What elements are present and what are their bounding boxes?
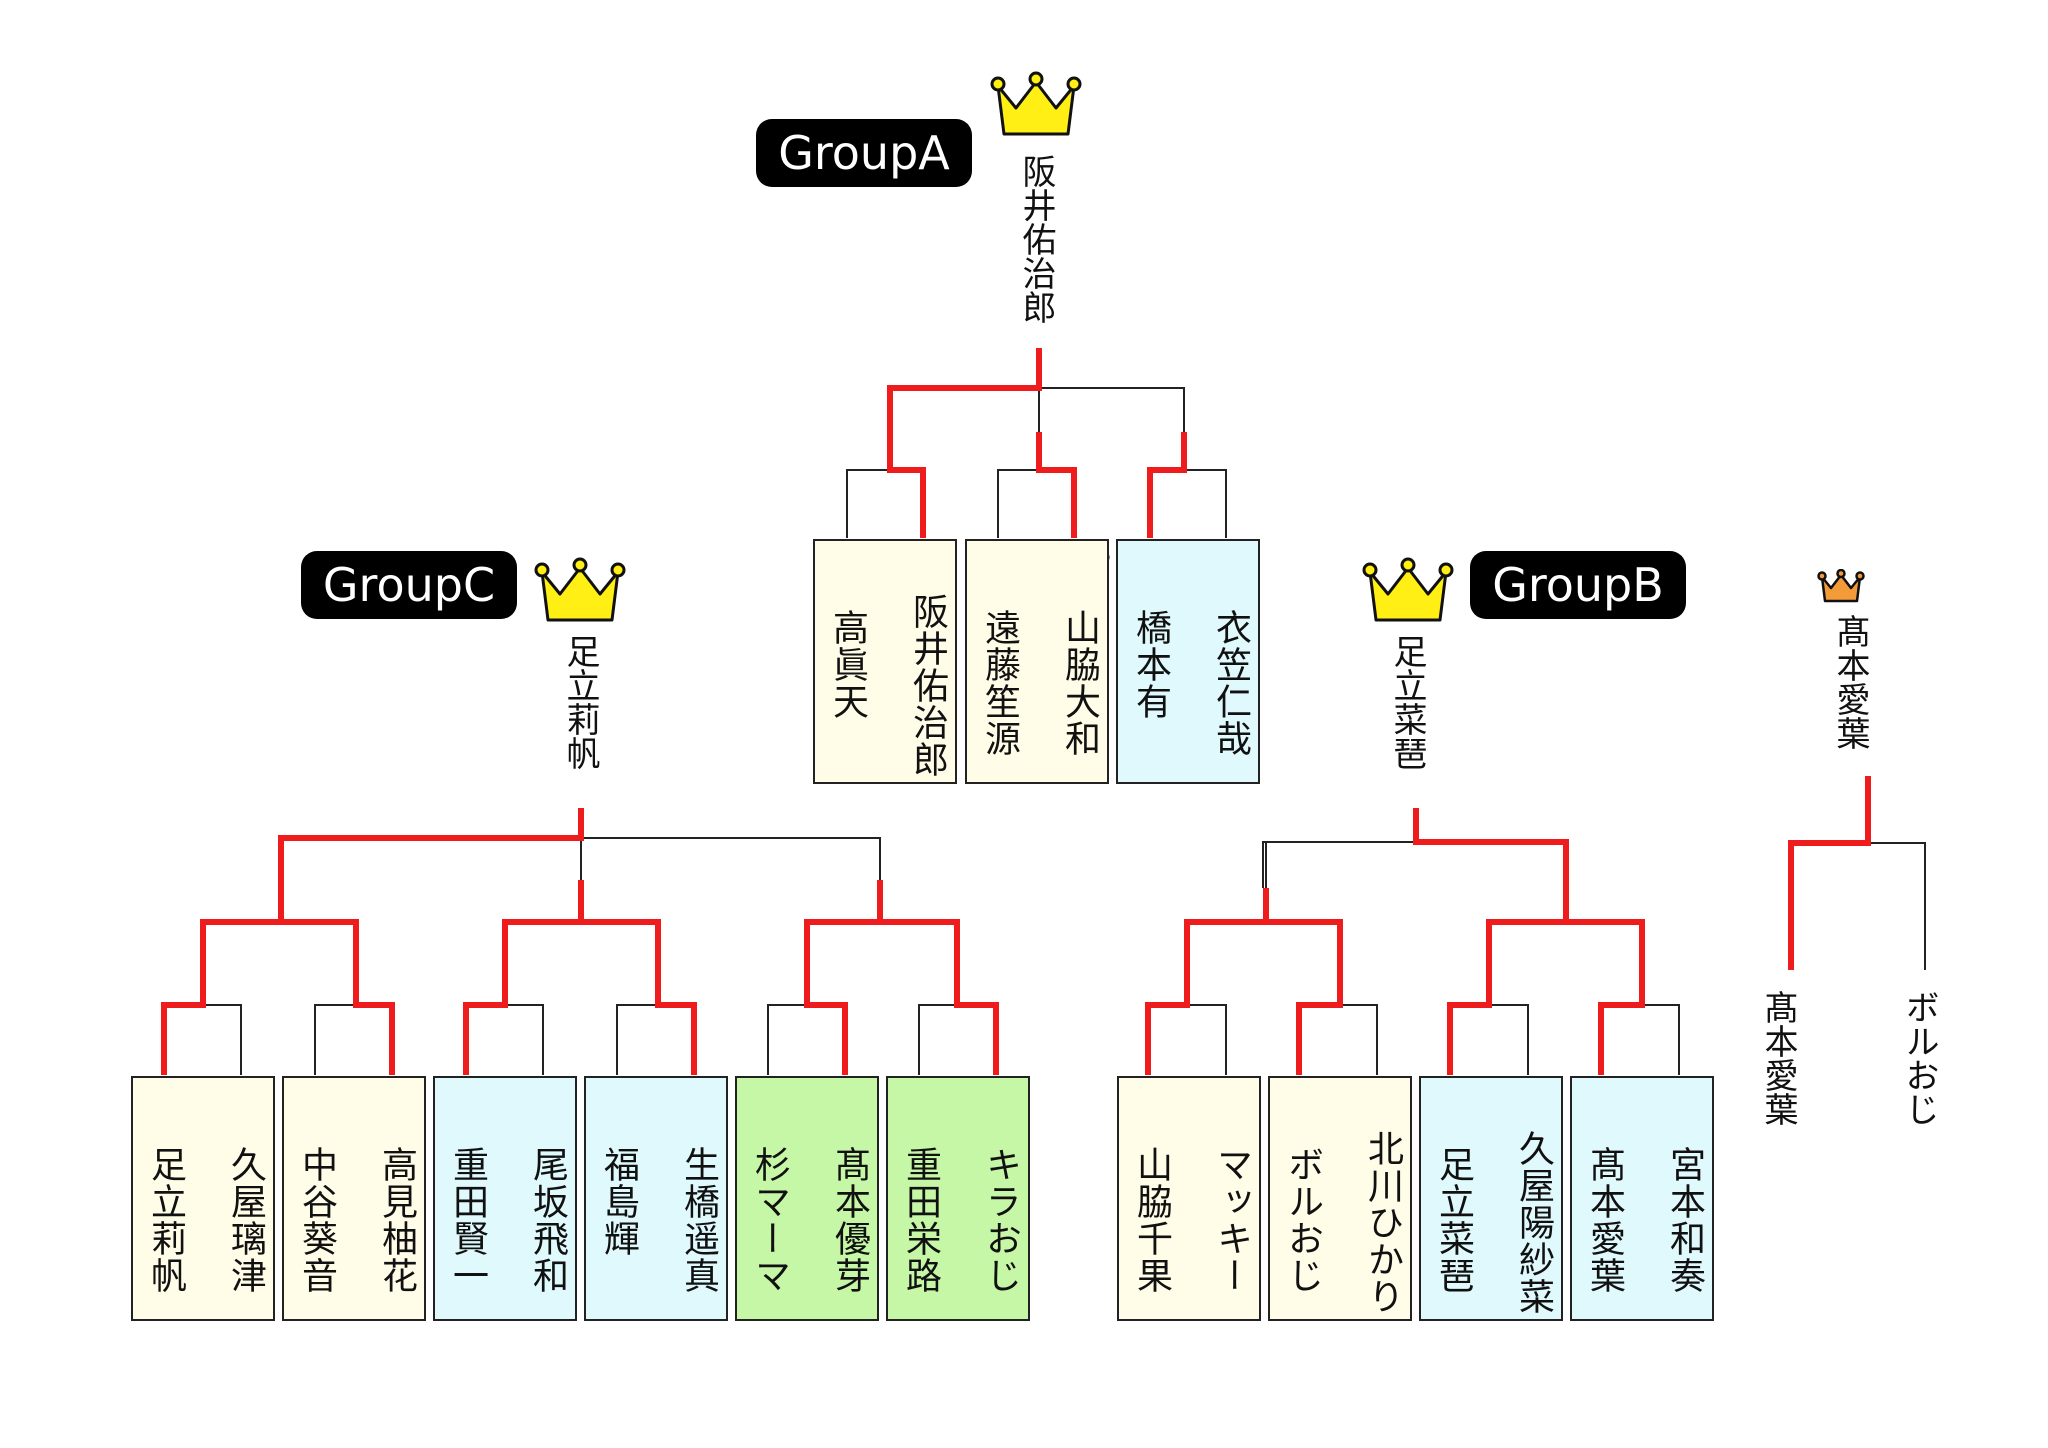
- winner-path: [1145, 888, 1269, 1075]
- winner-path: [1036, 432, 1077, 538]
- winner-path: [1566, 919, 1645, 1075]
- player-name: 尾坂飛和: [527, 1146, 568, 1294]
- crown-icon: [1817, 569, 1865, 603]
- match-box: 髙本優芽 杉マーマ: [735, 1076, 879, 1321]
- player-name: マッキー: [1211, 1146, 1252, 1294]
- bracket-line: [918, 1004, 997, 1075]
- winner-path: [1266, 919, 1343, 1075]
- player-name: 重田栄路: [900, 1146, 941, 1294]
- match-box: 尾坂飛和 重田賢一: [433, 1076, 577, 1321]
- player-name: 山脇千果: [1131, 1146, 1172, 1294]
- bracket-line: [1262, 841, 1416, 888]
- bracket-line: [997, 469, 1075, 538]
- crown-icon: [1362, 557, 1454, 622]
- player-name: 髙本優芽: [829, 1146, 870, 1294]
- winner-path: [804, 880, 883, 1075]
- bracket-line: [465, 1004, 544, 1075]
- group-b-label: GroupB: [1470, 551, 1686, 619]
- group-c-champion: 足立莉帆: [560, 634, 600, 770]
- player-name: 阪井佑治郎: [907, 593, 948, 778]
- bracket-line: [1868, 842, 1926, 970]
- match-box: 阪井佑治郎 高眞天: [813, 539, 957, 784]
- bracket-line: [1039, 387, 1185, 432]
- extra-left-player: 髙本愛葉: [1758, 990, 1798, 1126]
- bracket-line: [767, 1004, 846, 1075]
- winner-path: [887, 348, 1042, 538]
- group-a-label: GroupA: [756, 119, 972, 187]
- player-name: 久屋璃津: [225, 1146, 266, 1294]
- player-name: 高見柚花: [376, 1146, 417, 1294]
- player-name: ボルおじ: [1282, 1146, 1323, 1294]
- match-box: 久屋璃津 足立莉帆: [131, 1076, 275, 1321]
- winner-path: [1147, 432, 1187, 538]
- player-name: 足立菜琶: [1433, 1146, 1474, 1294]
- player-name: 衣笠仁哉: [1210, 609, 1251, 757]
- match-box: 生橋遥真 福島輝: [584, 1076, 728, 1321]
- player-name: 宮本和奏: [1664, 1146, 1705, 1294]
- player-name: 生橋遥真: [678, 1146, 719, 1294]
- player-name: 中谷葵音: [296, 1146, 337, 1294]
- crown-icon: [990, 71, 1082, 136]
- player-name: 足立莉帆: [145, 1146, 186, 1294]
- match-box: 北川ひかり ボルおじ: [1268, 1076, 1412, 1321]
- bracket-line: [1449, 1004, 1529, 1075]
- bracket-line: [1147, 1004, 1227, 1075]
- bracket-line: [846, 469, 924, 538]
- bracket-line: [163, 1004, 242, 1075]
- winner-path: [505, 919, 697, 1075]
- winner-path: [1788, 776, 1871, 970]
- bracket-line: [314, 1004, 393, 1075]
- winner-path: [807, 919, 999, 1075]
- group-b-champion: 足立菜琶: [1387, 634, 1427, 770]
- bracket-line: [1149, 469, 1227, 538]
- match-box: 高見柚花 中谷葵音: [282, 1076, 426, 1321]
- bracket-line: [1298, 1004, 1378, 1075]
- winner-path: [1413, 808, 1569, 1075]
- player-name: 久屋陽紗菜: [1513, 1130, 1554, 1315]
- group-c-label: GroupC: [301, 551, 517, 619]
- player-name: 重田賢一: [447, 1146, 488, 1294]
- bracket-line: [581, 837, 881, 880]
- player-name: 北川ひかり: [1362, 1130, 1403, 1315]
- extra-right-player: ボルおじ: [1899, 990, 1939, 1126]
- extra-champion: 髙本愛葉: [1830, 614, 1870, 750]
- bracket-line: [1600, 1004, 1680, 1075]
- player-name: キラおじ: [980, 1146, 1021, 1294]
- match-box: 山脇大和 遠藤笙源: [965, 539, 1109, 784]
- player-name: 高眞天: [827, 609, 868, 720]
- player-name: 橋本有: [1130, 609, 1171, 720]
- bracket-line: [616, 1004, 695, 1075]
- winner-path: [161, 808, 584, 1075]
- player-name: 杉マーマ: [749, 1146, 790, 1294]
- crown-icon: [534, 557, 626, 622]
- match-box: 衣笠仁哉 橋本有: [1116, 539, 1260, 784]
- player-name: 福島輝: [598, 1146, 639, 1257]
- match-box: キラおじ 重田栄路: [886, 1076, 1030, 1321]
- group-a-champion: 阪井佑治郎: [1016, 154, 1056, 324]
- winner-path: [463, 880, 584, 1075]
- match-box: 宮本和奏 髙本愛葉: [1570, 1076, 1714, 1321]
- match-box: 久屋陽紗菜 足立菜琶: [1419, 1076, 1563, 1321]
- player-name: 遠藤笙源: [979, 609, 1020, 757]
- player-name: 髙本愛葉: [1584, 1146, 1625, 1294]
- player-name: 山脇大和: [1059, 609, 1100, 757]
- match-box: マッキー 山脇千果: [1117, 1076, 1261, 1321]
- winner-path: [281, 919, 395, 1075]
